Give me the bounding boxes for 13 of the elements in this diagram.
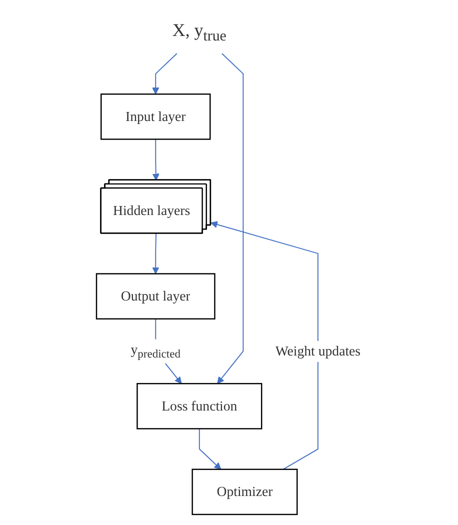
- arrow: [152, 138, 160, 181]
- node-box: Input layer: [100, 94, 212, 140]
- arrow: [211, 221, 319, 470]
- edge-label: Weight updates: [276, 343, 362, 359]
- edge-label: y$_{predicted}$: [131, 342, 181, 361]
- node-box: Loss function: [137, 383, 263, 430]
- arrow: [152, 233, 160, 274]
- node-text: X, y$_{true}$: [172, 20, 227, 44]
- arrow: [199, 428, 222, 470]
- node-box: Output layer: [96, 273, 216, 320]
- arrow: [218, 53, 244, 384]
- arrow: [152, 53, 178, 94]
- node-box: Optimizer: [192, 468, 298, 516]
